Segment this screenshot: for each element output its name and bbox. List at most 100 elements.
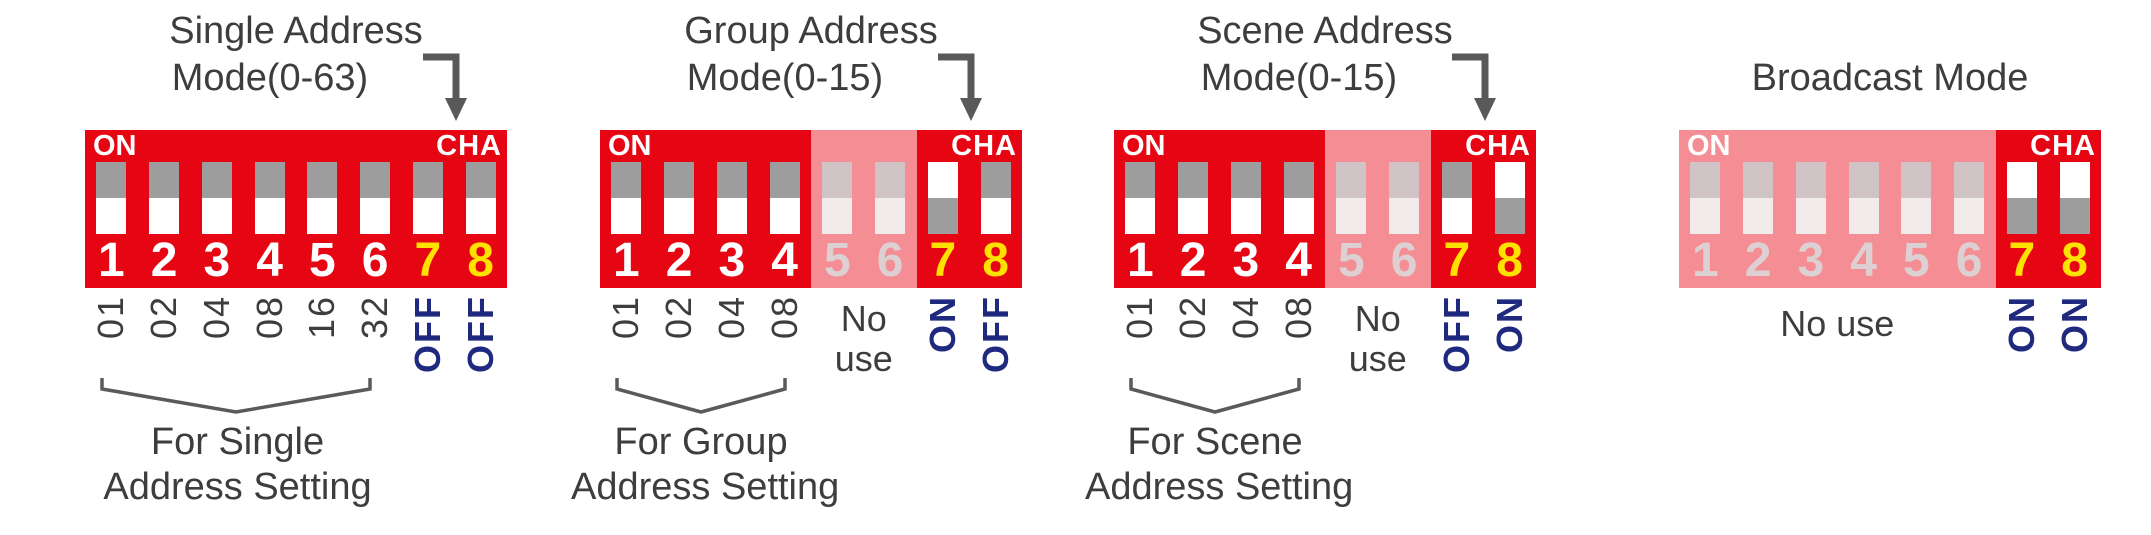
ch7-state-label: ON: [2000, 295, 2042, 353]
dip-switch-7: 7: [1431, 130, 1484, 288]
switch-track: [254, 162, 285, 234]
value-cell: OFF: [1431, 295, 1484, 379]
dip-switch-6: 6: [1942, 130, 1996, 288]
panel-title-line2: Mode(0-15): [686, 57, 884, 99]
switch-track: [822, 162, 853, 234]
switch-number: 4: [771, 234, 798, 287]
switch-track: [769, 162, 800, 234]
switch-value-label: 04: [1224, 295, 1266, 340]
grouping-bracket: [1129, 378, 1301, 414]
dip-switch-8: 8: [454, 130, 507, 288]
no-use-label: No use: [1780, 303, 1895, 344]
switch-number: 3: [203, 234, 231, 287]
dip-switch-2: 2: [1731, 130, 1785, 288]
dip-switch-2: 2: [138, 130, 191, 288]
value-cell: 08: [243, 295, 296, 373]
dip-switch-4: 4: [243, 130, 296, 288]
switch-handle: [1230, 198, 1261, 234]
dip-switch-1: 1: [85, 130, 138, 288]
switch-number: 7: [414, 234, 442, 287]
switch-value-label: 32: [354, 295, 396, 340]
value-cell: 08: [1272, 295, 1325, 379]
switch-value-label: 02: [1172, 295, 1214, 340]
switch-handle: [96, 198, 127, 234]
no-use-line1: No: [840, 298, 887, 339]
switch-handle: [1389, 198, 1420, 234]
value-cell: 02: [1167, 295, 1220, 379]
grouping-bracket: [615, 378, 787, 414]
value-labels-row: 01 02 04 08 No use ON OFF: [600, 295, 1022, 379]
switch-handle: [927, 162, 958, 198]
dip-switch-6: 6: [1377, 130, 1431, 288]
dip-switch-4: 4: [1272, 130, 1325, 288]
value-cell: OFF: [454, 295, 507, 373]
pointer-arrow-icon: [423, 53, 467, 121]
switch-value-label: 01: [1119, 295, 1161, 340]
dip-switch-3: 3: [1784, 130, 1838, 288]
value-cell: ON: [917, 295, 970, 379]
dip-switch-8: 8: [1483, 130, 1536, 288]
value-cell: OFF: [402, 295, 455, 373]
no-use-label: No use: [1325, 295, 1431, 379]
dip-switch-block: 1 2 3 4 5 6 7: [1679, 130, 2101, 288]
switch-track: [1389, 162, 1420, 234]
value-cell: 08: [758, 295, 811, 379]
switch-handle: [1743, 198, 1774, 234]
switch-handle: [1494, 162, 1525, 198]
switch-number: 5: [1338, 234, 1365, 287]
switch-number: 8: [1496, 234, 1523, 287]
switch-handle: [2059, 162, 2090, 198]
switch-track: [875, 162, 906, 234]
switch-value-label: 08: [763, 295, 805, 340]
dip-switch-block: 1 2 3 4 5 6 7: [85, 130, 507, 288]
switch-number: 6: [1955, 234, 1983, 287]
panel-title-line1: Scene Address: [1197, 10, 1453, 52]
switch-value-label: 08: [248, 295, 290, 340]
switch-track: [1441, 162, 1472, 234]
panel-single-address-mode: Single Address Mode(0-63) 1 2 3 4: [85, 0, 507, 535]
switch-track: [1283, 162, 1314, 234]
switch-number: 6: [876, 234, 904, 287]
bracket-caption: For Single Address Setting: [95, 420, 380, 510]
on-label: ON: [1122, 130, 1166, 162]
switch-track: [664, 162, 695, 234]
switch-handle: [1441, 198, 1472, 234]
value-cell: ON: [2048, 295, 2101, 353]
switch-track: [201, 162, 232, 234]
switch-handle: [716, 198, 747, 234]
switch-value-label: 01: [605, 295, 647, 340]
switch-track: [412, 162, 443, 234]
no-use-line2: use: [1348, 338, 1407, 379]
ch7-state-label: OFF: [406, 295, 448, 373]
caption-line1: For Single: [150, 421, 325, 463]
switch-number: 3: [718, 234, 746, 287]
caption-line2: Address Setting: [571, 466, 840, 508]
value-cell: 01: [600, 295, 653, 379]
value-cell: OFF: [969, 295, 1022, 379]
no-use-label: No use: [811, 295, 917, 379]
ch8-state-label: ON: [1488, 295, 1530, 353]
panel-group-address-mode: Group Address Mode(0-15) 1 2 3 4: [571, 0, 1022, 535]
value-cell: 04: [1220, 295, 1273, 379]
caption-line2: Address Setting: [1085, 466, 1354, 508]
switch-track: [2006, 162, 2037, 234]
dip-switch-4: 4: [1837, 130, 1890, 288]
switch-track: [149, 162, 180, 234]
dip-switch-1: 1: [600, 130, 653, 288]
switch-handle: [1795, 198, 1826, 234]
switch-number: 1: [1127, 234, 1154, 287]
switch-handle: [611, 198, 642, 234]
switch-value-label: 04: [195, 295, 237, 340]
switch-track: [1125, 162, 1156, 234]
value-cell: 02: [653, 295, 706, 379]
cha-label: CHA: [2030, 130, 2096, 162]
panel-broadcast-mode: Broadcast Mode 1 2 3 4 5: [1679, 0, 2101, 535]
dip-switch-2: 2: [1167, 130, 1220, 288]
switch-handle: [2006, 162, 2037, 198]
dip-switch-6: 6: [349, 130, 402, 288]
switch-number: 5: [824, 234, 851, 287]
bracket-caption: For Scene Address Setting: [1085, 420, 1354, 510]
switch-track: [716, 162, 747, 234]
switch-handle: [1848, 198, 1879, 234]
